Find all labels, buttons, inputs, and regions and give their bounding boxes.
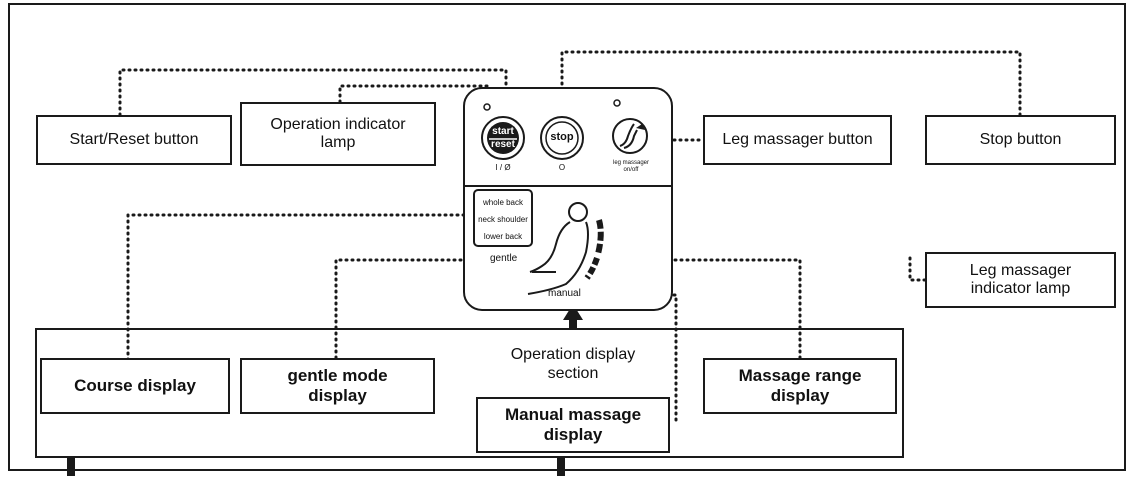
leg-massager-indicator-lamp-callout: Leg massager indicator lamp — [925, 252, 1116, 308]
leader-leg-lamp — [908, 256, 927, 282]
leg-lamp-icon — [613, 99, 621, 107]
section-arrow — [563, 304, 583, 330]
course-whole-back[interactable]: whole back — [482, 198, 524, 207]
stop-button-callout: Stop button — [925, 115, 1116, 165]
gentle-label: gentle — [490, 253, 518, 264]
gentle-mode-label-line2: display — [308, 386, 367, 405]
leg-massager-button-callout: Leg massager button — [703, 115, 892, 165]
leg-massager-button-label: Leg massager button — [722, 130, 873, 148]
massage-range-indicator — [584, 219, 604, 280]
start-caption: I / Ø — [495, 163, 511, 172]
course-selector — [473, 189, 533, 247]
leg-caption-line1: leg massager — [612, 160, 650, 166]
leg-lamp-label-line2: indicator lamp — [970, 280, 1071, 297]
stop-btn-label[interactable]: stop — [550, 131, 574, 143]
reset-text: reset — [491, 139, 515, 150]
leader-gentle — [334, 258, 490, 360]
manual-massage-label-line2: display — [543, 425, 603, 444]
diagram-frame — [8, 3, 1126, 471]
leg-caption: leg massager on/off — [608, 160, 654, 174]
course-list: whole back neck shoulder lower back — [474, 194, 532, 245]
course-neck-shoulder[interactable]: neck shoulder — [478, 215, 528, 224]
operation-panel — [463, 87, 673, 311]
start-reset-button-label: Start/Reset button — [69, 130, 199, 148]
leader-course — [126, 213, 476, 362]
manual-label: manual — [548, 288, 581, 299]
support-leg-left — [67, 458, 75, 476]
leader-stop — [560, 50, 1022, 124]
leg-massager-icon — [619, 123, 638, 149]
operation-display-section-container — [35, 328, 904, 458]
massage-range-display-callout: Massage range display — [703, 358, 897, 414]
start-text: start — [492, 126, 514, 137]
stop-caption: O — [558, 163, 566, 172]
leg-lamp-label-line1: Leg massager — [969, 261, 1072, 279]
section-label-line2: section — [547, 365, 599, 383]
operation-lamp-label-line1: Operation indicator — [270, 115, 406, 133]
massage-range-label-line1: Massage range — [738, 366, 862, 386]
section-label-line1: Operation display — [510, 346, 636, 363]
course-display-callout: Course display — [40, 358, 230, 414]
leg-caption-line2: on/off — [623, 167, 639, 173]
operation-indicator-lamp-callout: Operation indicator lamp — [240, 102, 436, 166]
operation-display-section-label: Operation display section — [488, 345, 658, 383]
operation-lamp-icon — [483, 103, 491, 111]
stop-button-label: Stop button — [979, 130, 1062, 148]
gentle-mode-label-line1: gentle mode — [287, 366, 388, 386]
start-reset-icon — [487, 122, 519, 154]
chair-figure-icon — [527, 202, 589, 295]
support-leg-center — [557, 458, 565, 476]
manual-massage-display-callout: Manual massage display — [476, 397, 670, 453]
start-reset-button-callout: Start/Reset button — [36, 115, 232, 165]
start-reset-btn-label[interactable]: start reset — [488, 125, 518, 151]
course-lower-back[interactable]: lower back — [483, 232, 523, 241]
leader-operation-lamp — [338, 84, 489, 106]
massage-range-label-line2: display — [770, 386, 830, 405]
gentle-mode-display-callout: gentle mode display — [240, 358, 435, 414]
manual-massage-label-line1: Manual massage — [504, 405, 642, 425]
operation-lamp-label-line2: lamp — [320, 134, 356, 151]
course-display-label: Course display — [74, 376, 196, 396]
